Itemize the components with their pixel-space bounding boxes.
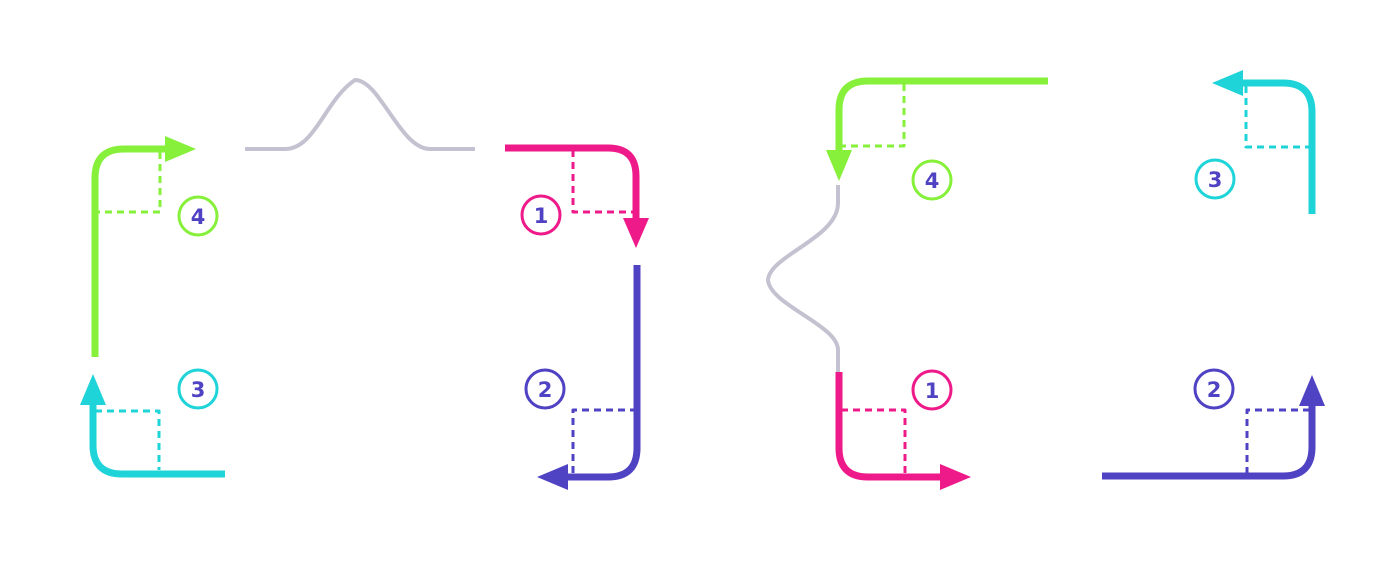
- badge-ring: [177, 368, 219, 410]
- badge-ring: [177, 195, 219, 237]
- badge-number: 4: [191, 205, 206, 229]
- corner-1-curve: [505, 144, 640, 218]
- left-corner-3: [80, 374, 225, 478]
- arrow-right-icon: [165, 136, 196, 162]
- arrow-left-icon: [537, 464, 568, 490]
- corner-4-dashed-guide: [841, 84, 906, 148]
- left-corner-4: [91, 136, 196, 357]
- right-corner-3: [1212, 70, 1316, 214]
- corner-3-dashed-guide: [1244, 86, 1310, 149]
- arrow-left-icon: [1212, 70, 1243, 96]
- left-badge-2: 2: [524, 368, 566, 410]
- badge-number: 2: [538, 378, 553, 402]
- right-corner-4: [826, 77, 1048, 181]
- right-left-squiggle: [766, 185, 840, 372]
- corner-2-curve: [1102, 406, 1316, 480]
- badge-number: 1: [534, 204, 549, 228]
- badge-number: 4: [925, 169, 940, 193]
- arrow-right-icon: [940, 464, 971, 490]
- left-corner-2: [537, 265, 641, 490]
- badge-number: 3: [1208, 168, 1223, 192]
- badge-number: 3: [191, 378, 206, 402]
- corner-1-dashed-guide: [841, 408, 907, 474]
- left-badge-4: 4: [177, 195, 219, 237]
- left-badge-1: 1: [520, 194, 562, 236]
- corner-3-dashed-guide: [95, 409, 161, 470]
- corner-2-dashed-guide: [571, 408, 637, 475]
- badge-ring: [1194, 158, 1236, 200]
- right-badge-2: 2: [1193, 368, 1235, 410]
- left-badge-3: 3: [177, 368, 219, 410]
- badge-ring: [911, 369, 953, 411]
- right-badge-3: 3: [1194, 158, 1236, 200]
- corner-3-curve: [89, 405, 225, 478]
- arrow-down-icon: [826, 150, 852, 181]
- corner-1-dashed-guide: [571, 150, 636, 214]
- corner-2-dashed-guide: [1245, 408, 1310, 473]
- badge-number: 2: [1207, 378, 1222, 402]
- corner-1-curve: [835, 372, 940, 481]
- right-corner-1: [835, 372, 971, 490]
- right-badge-1: 1: [911, 369, 953, 411]
- right-badge-4: 4: [911, 159, 953, 201]
- right-figure: 4 3 1 2: [766, 70, 1325, 490]
- arrow-up-icon: [1299, 375, 1325, 406]
- corner-4-curve: [91, 145, 165, 357]
- left-corner-1: [505, 144, 649, 248]
- corner-4-dashed-guide: [97, 152, 162, 214]
- badge-ring: [520, 194, 562, 236]
- badge-ring: [911, 159, 953, 201]
- right-corner-2: [1102, 375, 1325, 480]
- badge-ring: [1193, 368, 1235, 410]
- corner-2-curve: [568, 265, 641, 481]
- arrow-up-icon: [80, 374, 106, 405]
- badge-ring: [524, 368, 566, 410]
- left-figure: 1 2 3 4: [80, 78, 649, 490]
- corner-3-curve: [1243, 79, 1316, 214]
- corner-4-curve: [835, 77, 1048, 150]
- badge-number: 1: [925, 379, 940, 403]
- arrow-down-icon: [623, 218, 649, 248]
- left-top-squiggle: [245, 78, 475, 151]
